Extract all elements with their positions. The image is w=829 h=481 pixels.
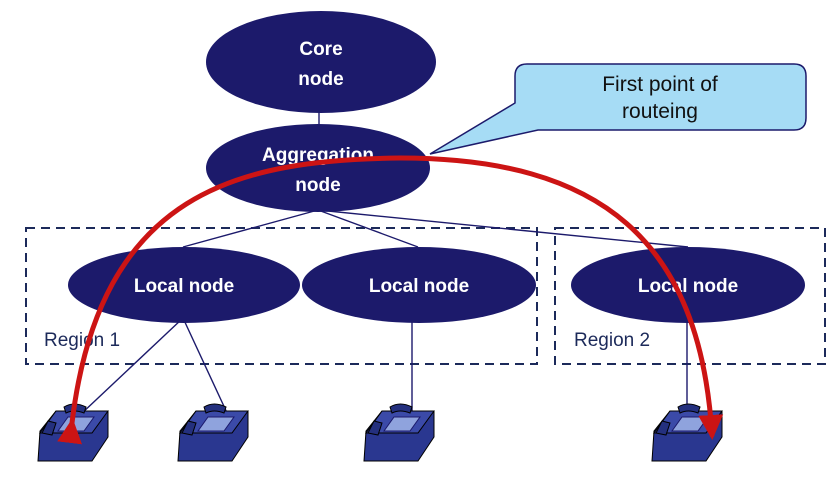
aggregation-node: Aggregation node bbox=[206, 124, 430, 212]
region-2-label: Region 2 bbox=[574, 330, 650, 351]
link-aggregation-local-1 bbox=[182, 209, 319, 248]
routeing-path-arrow bbox=[57, 155, 724, 445]
region-2-box bbox=[554, 227, 826, 365]
link-local-1-phone-1 bbox=[79, 317, 184, 416]
telephone-icon bbox=[363, 403, 435, 462]
region-1-box bbox=[25, 227, 538, 365]
callout-text-line1: First point of bbox=[602, 73, 718, 96]
region-1-label: Region 1 bbox=[44, 330, 120, 351]
core-node: Core node bbox=[206, 11, 436, 113]
local-node-1: Local node bbox=[68, 247, 300, 323]
aggregation-node-label-line2: node bbox=[295, 175, 340, 196]
local-node-3: Local node bbox=[571, 247, 805, 323]
telephone-icon bbox=[177, 403, 249, 462]
link-aggregation-local-2 bbox=[317, 209, 419, 248]
local-node-2-label: Local node bbox=[369, 276, 469, 297]
link-aggregation-local-3 bbox=[317, 209, 689, 248]
core-node-label-line2: node bbox=[298, 69, 343, 90]
local-node-3-label: Local node bbox=[638, 276, 738, 297]
first-point-of-routeing-callout: First point of routeing bbox=[429, 63, 807, 155]
callout-text-line2: routeing bbox=[622, 100, 698, 123]
network-links bbox=[79, 110, 689, 416]
core-node-label-line1: Core bbox=[299, 39, 342, 60]
link-local-1-phone-2 bbox=[182, 317, 229, 416]
local-node-1-label: Local node bbox=[134, 276, 234, 297]
local-node-2: Local node bbox=[302, 247, 536, 323]
